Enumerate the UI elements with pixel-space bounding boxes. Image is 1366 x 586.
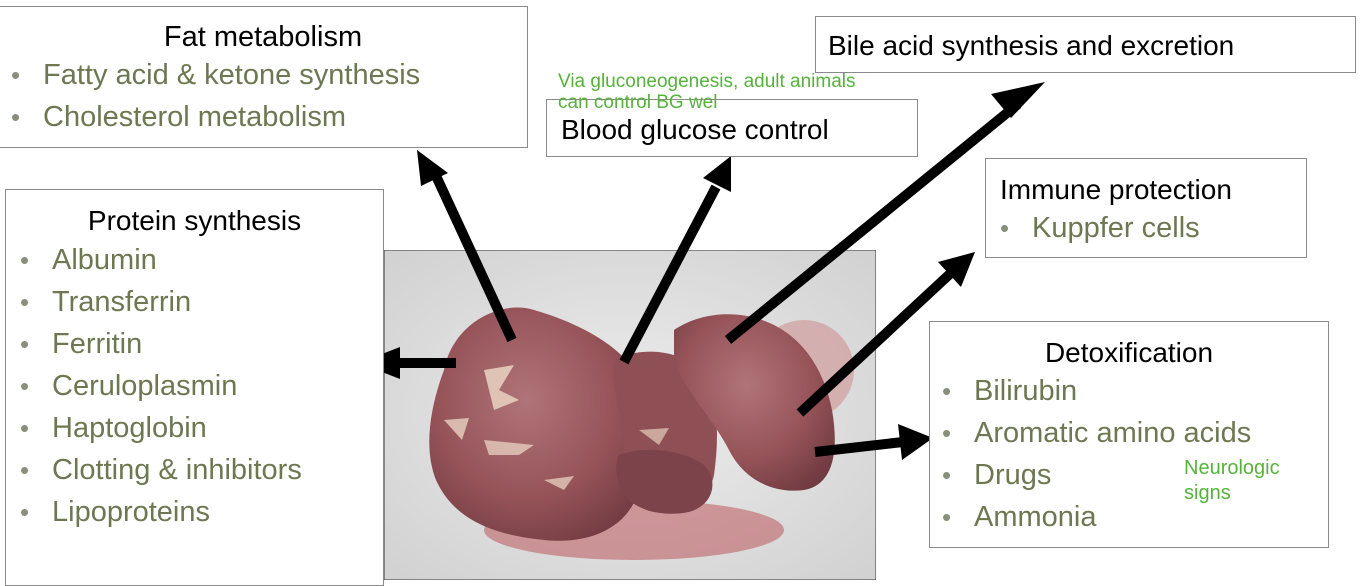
arrowhead-glucose bbox=[703, 156, 731, 192]
protein-synthesis-title: Protein synthesis bbox=[87, 205, 302, 236]
list-item: Ferritin bbox=[16, 323, 383, 365]
liver-photo bbox=[384, 250, 876, 580]
fat-metabolism-box: Fat metabolism Fatty acid & ketone synth… bbox=[0, 6, 528, 148]
bile-acid-box: Bile acid synthesis and excretion bbox=[815, 16, 1356, 73]
list-item: Ceruloplasmin bbox=[16, 365, 383, 407]
arrowhead-detox bbox=[898, 424, 933, 460]
arrow-to-immune-protection bbox=[796, 268, 956, 417]
arrow-to-detoxification bbox=[814, 437, 904, 457]
list-item: Aromatic amino acids bbox=[938, 412, 1328, 454]
list-item: Albumin bbox=[16, 239, 383, 281]
list-item: Fatty acid & ketone synthesis bbox=[7, 54, 527, 96]
protein-synthesis-list: Albumin Transferrin Ferritin Ceruloplasm… bbox=[6, 239, 383, 533]
detoxification-box: Detoxification Bilirubin Aromatic amino … bbox=[929, 321, 1329, 548]
detoxification-title: Detoxification bbox=[1044, 337, 1214, 368]
neurologic-signs-note: Neurologic signs bbox=[1184, 457, 1280, 504]
list-item: Kuppfer cells bbox=[996, 207, 1306, 249]
immune-protection-title: Immune protection bbox=[1000, 174, 1232, 205]
arrowhead-immune bbox=[938, 252, 975, 287]
arrow-to-blood-glucose bbox=[619, 184, 721, 365]
list-item: Drugs bbox=[938, 454, 1328, 496]
list-item: Bilirubin bbox=[938, 370, 1328, 412]
list-item: Haptoglobin bbox=[16, 407, 383, 449]
arrowhead-fat bbox=[417, 150, 448, 186]
arrow-to-fat-metabolism bbox=[432, 175, 517, 343]
blood-glucose-title: Blood glucose control bbox=[561, 114, 829, 145]
list-item: Cholesterol metabolism bbox=[7, 96, 527, 138]
gluconeogenesis-note: Via gluconeogenesis, adult animals can c… bbox=[558, 71, 856, 113]
list-item: Ammonia bbox=[938, 496, 1328, 538]
protein-synthesis-box: Protein synthesis Albumin Transferrin Fe… bbox=[5, 189, 384, 586]
bile-acid-title: Bile acid synthesis and excretion bbox=[828, 30, 1235, 61]
arrow-to-bile-acid bbox=[724, 100, 1022, 344]
fat-metabolism-title: Fat metabolism bbox=[163, 21, 363, 53]
immune-protection-list: Kuppfer cells bbox=[986, 207, 1306, 249]
list-item: Transferrin bbox=[16, 281, 383, 323]
fat-metabolism-list: Fatty acid & ketone synthesis Cholestero… bbox=[0, 54, 527, 138]
list-item: Clotting & inhibitors bbox=[16, 449, 383, 491]
detoxification-list: Bilirubin Aromatic amino acids Drugs Amm… bbox=[930, 370, 1328, 538]
immune-protection-box: Immune protection Kuppfer cells bbox=[985, 158, 1307, 258]
arrowhead-bile bbox=[991, 82, 1045, 118]
list-item: Lipoproteins bbox=[16, 491, 383, 533]
blood-glucose-box: Blood glucose control bbox=[546, 99, 918, 157]
